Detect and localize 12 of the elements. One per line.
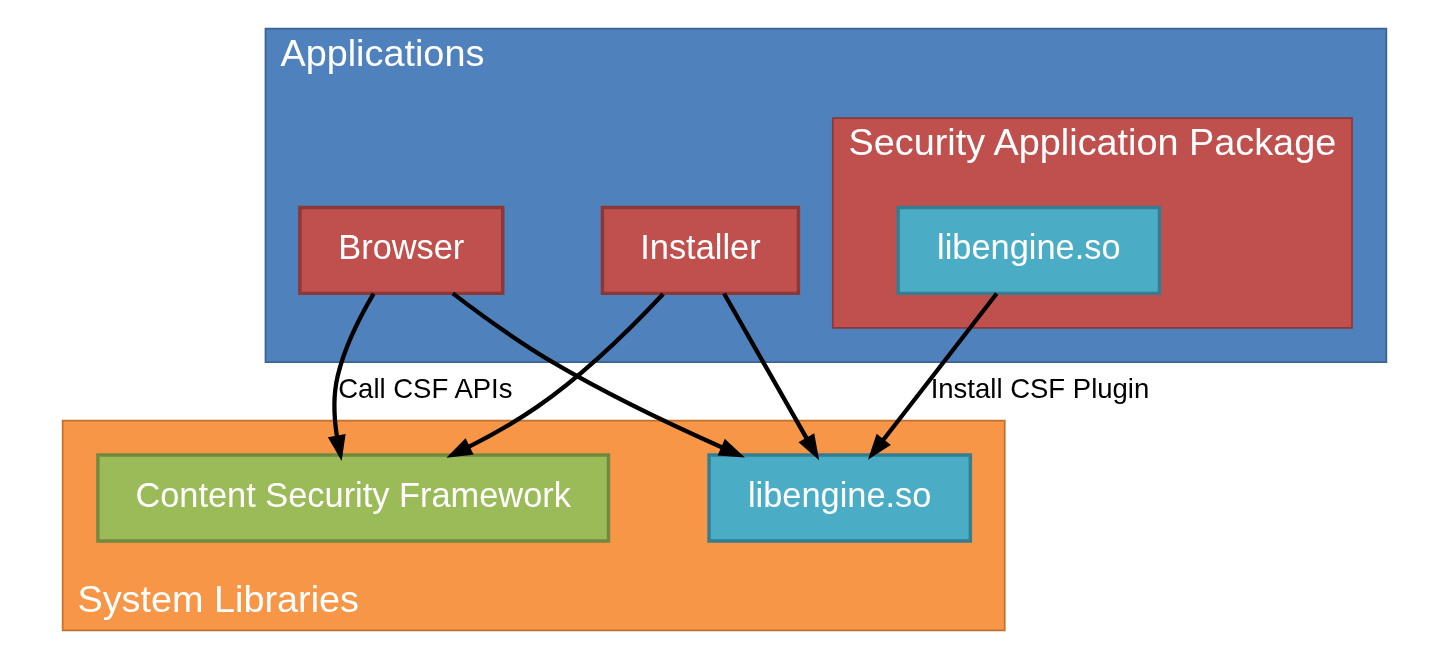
node-box: Content Security Framework [96, 453, 611, 543]
arrow [451, 291, 745, 458]
node-box: libengine.so [896, 205, 1162, 296]
edge-label: Call CSF APIs [338, 372, 513, 404]
node-box: Browser [298, 205, 505, 296]
arrow [722, 292, 820, 461]
arrow [867, 292, 999, 460]
node-box: libengine.so [707, 453, 973, 543]
arrow [446, 292, 665, 458]
arrow [327, 292, 376, 462]
node-box: Installer [600, 205, 801, 296]
edge-label: Install CSF Plugin [930, 372, 1150, 404]
